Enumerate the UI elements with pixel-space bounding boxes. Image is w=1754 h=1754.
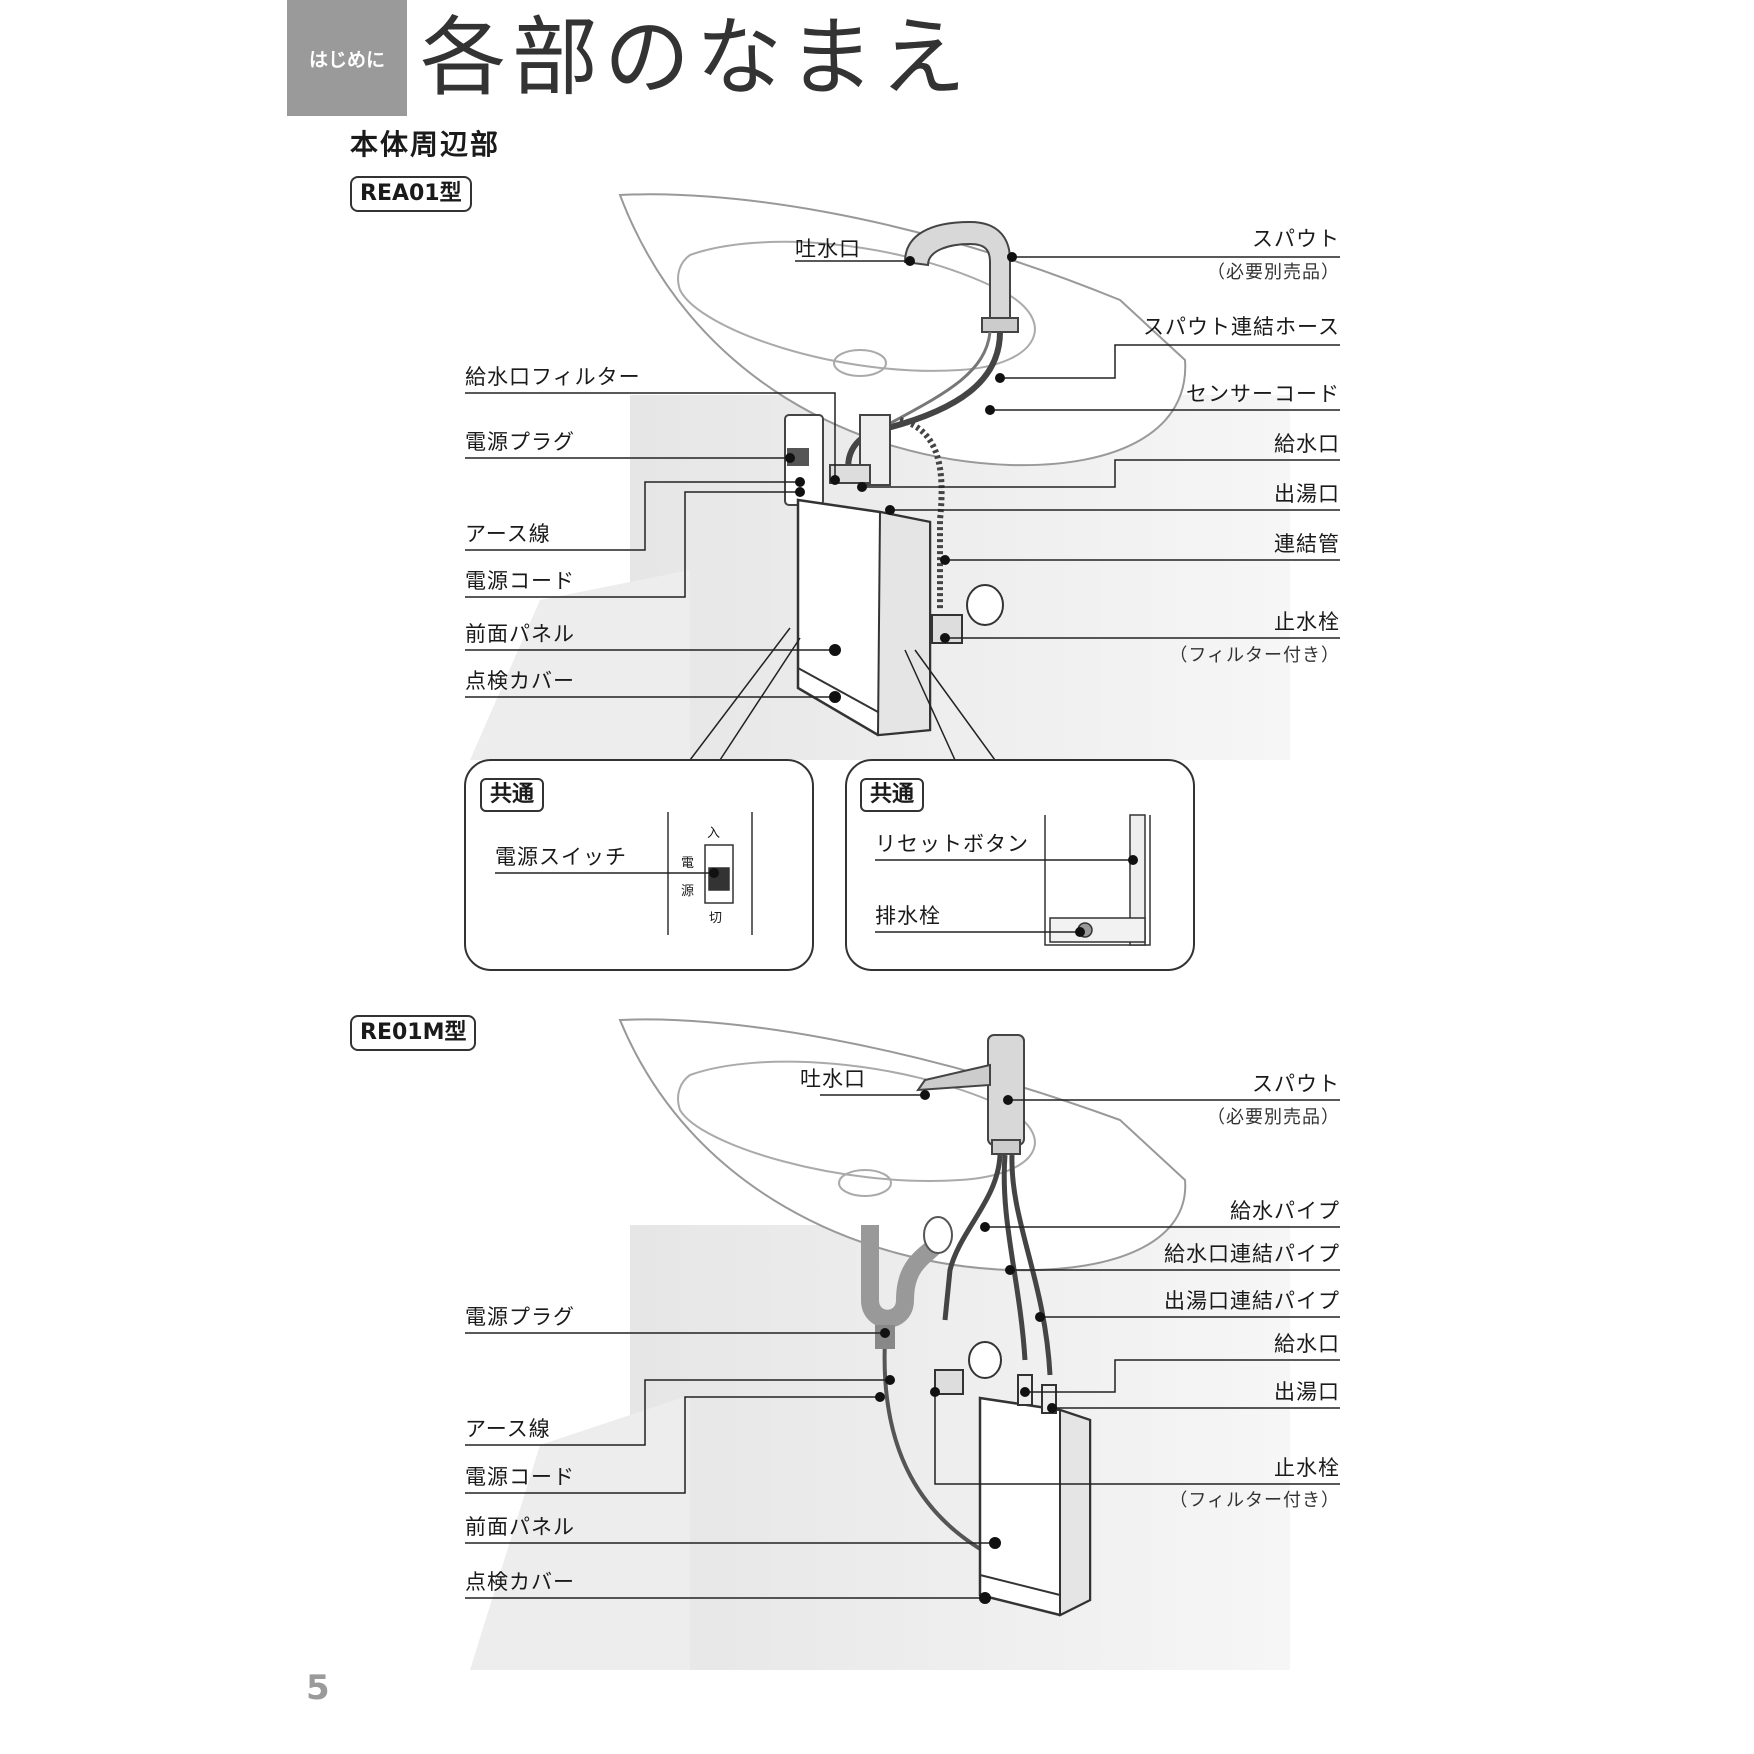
dots-a-right — [857, 252, 1017, 643]
switch-mark-den: 電 — [681, 856, 695, 871]
floor-shadow-b — [470, 1395, 690, 1670]
spout-base — [981, 317, 1019, 333]
label-b-ground-wire: アース線 — [465, 1417, 551, 1441]
basin-bowl — [677, 240, 1036, 372]
drain-trap — [861, 1225, 948, 1328]
label-front-panel: 前面パネル — [465, 622, 575, 646]
page-number: 5 — [306, 1668, 330, 1708]
model-a-tag: REA01型 — [350, 176, 472, 212]
switch-mark-on: 入 — [707, 826, 721, 841]
label-stop-valve-note: （フィルター付き） — [1169, 645, 1340, 666]
stop-valve-b — [934, 1369, 964, 1395]
drain-hole-b — [838, 1169, 892, 1197]
label-b-inspection-cover: 点検カバー — [465, 1570, 575, 1594]
label-b-outlet-pipe: 出湯口連結パイプ — [1164, 1289, 1340, 1313]
drain-hole — [833, 349, 887, 377]
inset-right-title: 共通 — [860, 778, 925, 812]
inset-left-box — [464, 759, 814, 971]
label-spout: スパウト — [1252, 227, 1340, 251]
model-a-illustration — [465, 193, 1340, 761]
label-stop-valve: 止水栓 — [1274, 610, 1340, 634]
label-connecting-pipe: 連結管 — [1274, 532, 1340, 556]
label-power-switch: 電源スイッチ — [495, 845, 627, 869]
supply-pipe — [942, 1154, 1003, 1321]
outlet-pipe — [1009, 1154, 1053, 1376]
label-b-stop-valve-note: （フィルター付き） — [1169, 1490, 1340, 1511]
leaders-a-right — [795, 256, 1340, 639]
label-b-water-inlet: 給水口 — [1274, 1332, 1340, 1356]
label-water-inlet: 給水口 — [1274, 432, 1340, 456]
model-b-tag: RE01M型 — [350, 1015, 477, 1051]
switch-mark-gen: 源 — [681, 884, 695, 899]
label-b-spout-outlet: 吐水口 — [800, 1067, 866, 1091]
subsection-title: 本体周辺部 — [350, 128, 501, 161]
label-ground-wire: アース線 — [465, 522, 551, 546]
label-spout-hose: スパウト連結ホース — [1143, 315, 1340, 339]
label-b-hot-outlet: 出湯口 — [1274, 1380, 1340, 1404]
label-b-stop-valve: 止水栓 — [1274, 1456, 1340, 1480]
unit-a-side — [876, 510, 931, 737]
inset-left-title: 共通 — [480, 778, 545, 812]
spout-b — [987, 1034, 1025, 1146]
label-drain-plug: 排水栓 — [875, 904, 941, 928]
model-b-illustration — [465, 1018, 1340, 1670]
dots-a-left — [785, 453, 841, 703]
label-b-supply-pipe: 給水パイプ — [1230, 1199, 1340, 1223]
connecting-pipe — [899, 417, 945, 610]
spout-a — [903, 220, 1011, 321]
label-b-power-plug: 電源プラグ — [465, 1305, 575, 1329]
label-b-spout-note: （必要別売品） — [1207, 1107, 1340, 1128]
label-reset-button: リセットボタン — [875, 832, 1029, 856]
section-tag: はじめに — [287, 0, 407, 116]
leaders-b-right — [820, 1094, 1340, 1485]
label-power-cord: 電源コード — [465, 569, 575, 593]
page-title: 各部のなまえ — [420, 8, 972, 108]
label-inlet-filter: 給水口フィルター — [465, 365, 641, 389]
label-inspection-cover: 点検カバー — [465, 669, 575, 693]
label-spout-outlet: 吐水口 — [795, 237, 861, 261]
dots-b-left — [875, 1328, 1001, 1604]
switch-mark-off: 切 — [709, 911, 723, 926]
inlet-pipe — [1001, 1154, 1028, 1361]
label-b-spout: スパウト — [1252, 1072, 1340, 1096]
spout-hose — [845, 331, 1003, 479]
label-b-inlet-pipe: 給水口連結パイプ — [1164, 1242, 1340, 1266]
wall-shadow-b — [630, 1225, 1290, 1670]
dots-b-right — [920, 1090, 1057, 1413]
unit-corner — [1044, 814, 1151, 946]
floor-shadow — [470, 570, 690, 760]
label-power-plug: 電源プラグ — [465, 430, 575, 454]
label-b-power-cord: 電源コード — [465, 1465, 575, 1489]
label-hot-outlet: 出湯口 — [1274, 482, 1340, 506]
leaders-b-left — [465, 1332, 995, 1599]
label-b-front-panel: 前面パネル — [465, 1515, 575, 1539]
label-sensor-cord: センサーコード — [1186, 382, 1340, 406]
label-spout-note: （必要別売品） — [1207, 262, 1340, 283]
